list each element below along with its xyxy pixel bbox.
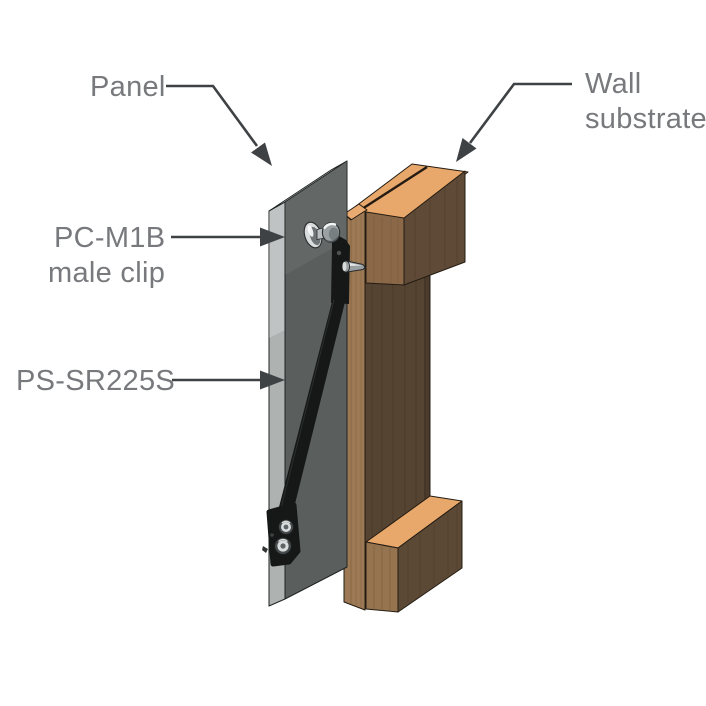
clip-head-end — [328, 227, 339, 241]
panel-label: Panel — [90, 71, 166, 103]
wall-substrate-label-line1: Wall — [585, 68, 642, 100]
bottom-block-end-grain — [407, 506, 458, 604]
strut-bar — [279, 298, 345, 512]
top-block-end-grain — [414, 179, 458, 279]
wood-top-seam — [361, 165, 428, 211]
clip-head-highlight — [323, 222, 337, 230]
callout-strut: PS-SR225S — [16, 365, 285, 397]
clip-flange-highlight — [307, 225, 314, 237]
bottom-block-grain — [373, 545, 391, 612]
top-block-end-face — [403, 170, 466, 286]
callout-male-clip: PC-M1B male clip — [48, 222, 285, 289]
anchor-screw — [341, 260, 366, 273]
bottom-block-end-face — [397, 500, 463, 613]
wall-substrate-graphic — [343, 163, 469, 613]
callout-wall-substrate: Wall substrate — [456, 68, 706, 162]
strut-arrowhead — [260, 370, 285, 390]
top-block-grain — [373, 216, 399, 285]
strut-top-hole — [336, 250, 342, 256]
panel-arrowhead — [251, 142, 272, 166]
furring-strip-grain — [355, 215, 362, 609]
panel-left-edge-highlight — [269, 202, 285, 338]
wall-substrate-leader-line — [468, 82, 572, 144]
screw-shaft-highlight — [347, 262, 362, 266]
strut-bar-highlight — [280, 299, 335, 509]
strut-plate-hole — [270, 533, 274, 537]
callout-panel: Panel — [90, 71, 272, 166]
plate-screw-upper — [278, 519, 294, 535]
male-clip-arrowhead — [260, 227, 285, 247]
strut-graphic — [262, 236, 350, 567]
male-clip-graphic — [303, 221, 341, 249]
panel-face-sheen — [285, 161, 347, 275]
male-clip-label-line1: PC-M1B — [54, 222, 165, 254]
clip-head-shadow — [325, 237, 339, 243]
plate-screw-lower — [274, 537, 292, 555]
strut-label: PS-SR225S — [16, 365, 175, 397]
wall-substrate-label-line2: substrate — [585, 103, 706, 135]
strut-plate-pin — [262, 546, 268, 553]
panel-leader-line — [166, 84, 259, 147]
male-clip-label-line2: male clip — [48, 257, 165, 289]
wall-substrate-arrowhead — [456, 138, 477, 162]
strut-top-bracket — [331, 236, 350, 304]
screw-head-cap — [342, 261, 347, 272]
